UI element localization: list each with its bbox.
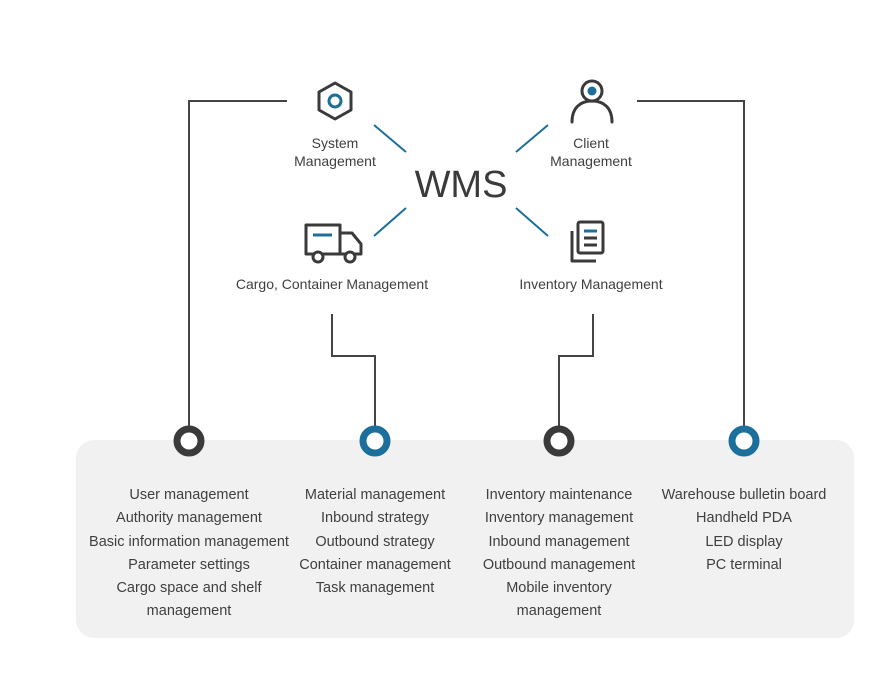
- list-item: Outbound management: [482, 556, 636, 573]
- system-management-label: System Management: [294, 135, 376, 169]
- document-list-icon: [570, 220, 605, 263]
- list-item: Cargo space and shelf: [116, 580, 262, 597]
- list-item: PC terminal: [706, 556, 782, 573]
- column-4: Warehouse bulletin board Handheld PDA LE…: [649, 484, 839, 577]
- list-item: Material management: [304, 487, 446, 503]
- user-icon: [570, 79, 614, 124]
- list-item: Authority management: [116, 510, 262, 527]
- column-2: Material management Inbound strategy Out…: [285, 484, 465, 600]
- hexagon-nut-icon: [317, 81, 353, 121]
- list-item: Outbound strategy: [315, 533, 435, 550]
- list-item: LED display: [705, 533, 783, 550]
- list-item: Task management: [315, 580, 435, 597]
- list-item: management: [146, 603, 232, 620]
- inventory-management-label: Inventory Management: [519, 276, 663, 292]
- list-item: Inbound management: [488, 533, 630, 550]
- truck-icon: [304, 223, 363, 264]
- client-management-label: Client Management: [550, 135, 632, 169]
- list-item: Warehouse bulletin board: [661, 487, 827, 503]
- wms-to-system-connector: [373, 124, 407, 153]
- column-3: Inventory maintenance Inventory manageme…: [469, 484, 649, 624]
- client-to-node-4-line: [637, 100, 745, 426]
- wms-title: WMS: [414, 164, 508, 206]
- node-4-blue: [728, 425, 760, 457]
- list-item: Inbound strategy: [320, 510, 430, 527]
- inventory-to-node-3-line: [558, 314, 594, 426]
- list-item: Inventory maintenance: [485, 487, 633, 503]
- modules-panel: [76, 440, 854, 638]
- wms-to-client-connector: [515, 124, 549, 153]
- system-to-node-1-line: [188, 100, 287, 426]
- wms-to-cargo-connector: [373, 207, 407, 237]
- wms-to-inventory-connector: [515, 207, 549, 237]
- cargo-container-management-label: Cargo, Container Management: [235, 276, 429, 292]
- list-item: Mobile inventory: [506, 580, 612, 597]
- list-item: Parameter settings: [128, 556, 250, 573]
- cargo-to-node-2-line: [331, 314, 376, 426]
- list-item: Inventory management: [484, 510, 634, 527]
- list-item: management: [516, 603, 602, 620]
- node-2-blue: [359, 425, 391, 457]
- list-item: Handheld PDA: [696, 510, 792, 527]
- list-item: User management: [129, 487, 249, 503]
- list-item: Container management: [299, 556, 451, 573]
- column-1: User management Authority management Bas…: [79, 484, 299, 624]
- list-item: Basic information management: [89, 533, 289, 550]
- node-1-dark: [173, 425, 205, 457]
- node-3-dark: [543, 425, 575, 457]
